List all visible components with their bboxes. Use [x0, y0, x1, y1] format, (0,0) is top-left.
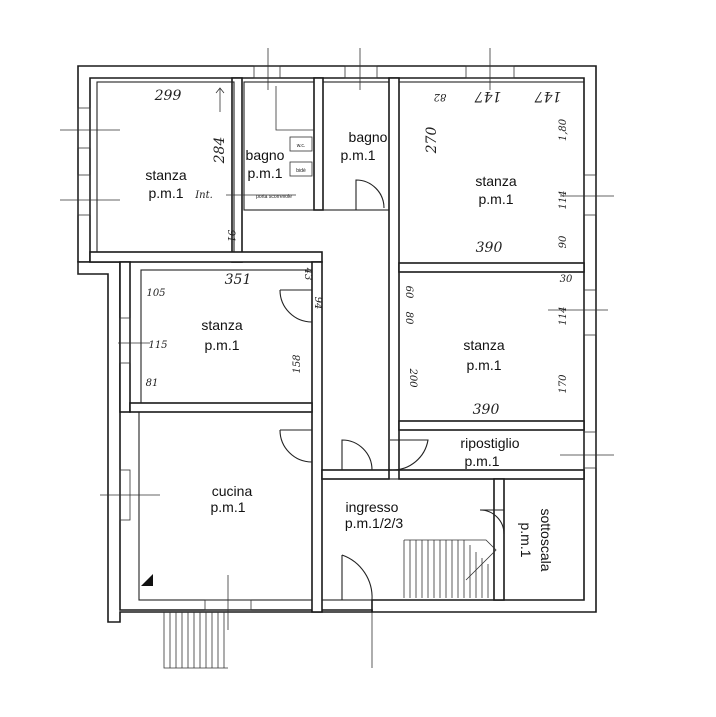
dimension: 158 — [292, 354, 303, 373]
dimension: 90 — [558, 235, 569, 248]
sliding-door-label: porta scorrevole — [256, 194, 292, 200]
door-bagno — [355, 179, 385, 210]
room-name: sottoscala — [538, 508, 554, 571]
window — [344, 65, 378, 79]
door-stanza-mid — [279, 289, 313, 323]
room-floor: p.m.1 — [148, 185, 183, 201]
room-name: stanza — [145, 167, 186, 183]
windows — [60, 48, 614, 630]
dimension: 91 — [225, 230, 236, 243]
dimension: 390 — [476, 240, 503, 256]
bide-fixture — [289, 161, 313, 177]
window — [77, 107, 91, 149]
room-floor: p.m.1 — [247, 165, 282, 181]
dimension: 60 — [403, 286, 414, 299]
room-name: bagno — [246, 147, 285, 163]
window — [253, 65, 281, 79]
room-name: cucina — [212, 483, 253, 499]
room-name: ripostiglio — [460, 435, 519, 451]
dimension: 81 — [146, 378, 159, 389]
dimension: 390 — [473, 402, 500, 418]
window — [583, 174, 597, 216]
dimension: 351 — [225, 272, 252, 288]
room-floor: p.m.1/2/3 — [345, 515, 404, 531]
dimension: 147 — [535, 88, 562, 104]
room-name: bagno — [349, 129, 388, 145]
door-ripostiglio — [390, 439, 429, 471]
window — [583, 431, 597, 469]
dimension: 115 — [148, 340, 167, 351]
bathroom-fixtures: w.c. bidè porta scorrevole — [141, 86, 314, 586]
room-name: ingresso — [346, 499, 399, 515]
doors — [279, 179, 505, 601]
room-floor: p.m.1 — [340, 147, 375, 163]
door-ingresso-top — [341, 439, 373, 471]
dimension: 94 — [312, 297, 323, 310]
door-main — [341, 554, 373, 601]
dimension: 114 — [558, 306, 569, 325]
room-name: stanza — [201, 317, 242, 333]
dimension: 43 — [302, 267, 313, 281]
dimension: 80 — [403, 312, 414, 325]
bide-label: bidè — [296, 168, 306, 174]
dimension: 200 — [407, 367, 418, 388]
room-floor: p.m.1 — [466, 357, 501, 373]
wc-fixture — [289, 136, 313, 152]
room-name: stanza — [463, 337, 504, 353]
dimension: 30 — [560, 274, 573, 285]
dimension: 105 — [146, 288, 165, 299]
room-floor: p.m.1 — [204, 337, 239, 353]
dimension: 82 — [434, 91, 447, 102]
dimension: 270 — [424, 127, 440, 155]
stairs — [163, 539, 497, 669]
door-cucina — [279, 429, 313, 463]
window — [119, 317, 131, 364]
corner-mark — [141, 574, 153, 586]
room-floor: p.m.1 — [210, 499, 245, 515]
wc-label: w.c. — [297, 143, 306, 149]
window — [583, 289, 597, 336]
dimension: 299 — [154, 88, 182, 104]
dimension: 114 — [558, 190, 569, 209]
dimension: 170 — [558, 374, 569, 394]
window — [77, 174, 91, 216]
dimension: 1,80 — [558, 118, 569, 141]
dimension-notes: 299 284 Int. 91 270 82 147 147 1,80 114 … — [146, 87, 573, 418]
dimension: 284 — [212, 137, 228, 165]
room-floor: p.m.1 — [478, 191, 513, 207]
room-floor: p.m.1 — [518, 522, 534, 557]
room-name: stanza — [475, 173, 516, 189]
dimension: 147 — [475, 88, 502, 104]
door-sottoscala — [479, 509, 505, 535]
room-labels: stanza p.m.1 bagno p.m.1 bagno p.m.1 sta… — [145, 129, 554, 572]
dimension: Int. — [194, 190, 213, 201]
room-floor: p.m.1 — [464, 453, 499, 469]
